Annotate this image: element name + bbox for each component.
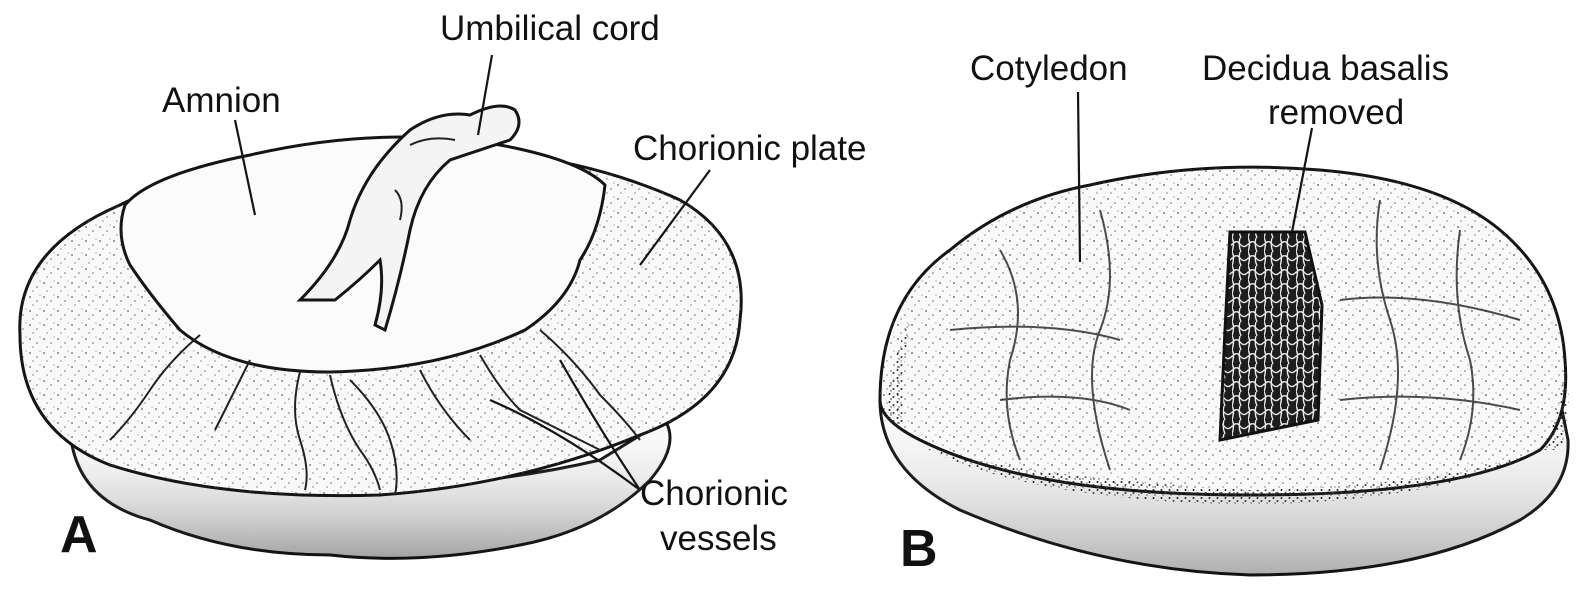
decidua-removed-patch xyxy=(1220,232,1322,440)
panel-b: Cotyledon Decidua basalis removed B xyxy=(880,49,1569,578)
label-chorionic-vessels-line1: Chorionic xyxy=(640,474,788,513)
panel-a: Umbilical cord Amnion Chorionic plate Ch… xyxy=(20,9,867,564)
label-chorionic-vessels-line2: vessels xyxy=(660,519,777,558)
panel-letter-b: B xyxy=(900,520,938,578)
label-chorionic-plate: Chorionic plate xyxy=(633,129,866,168)
panel-letter-a: A xyxy=(60,506,98,564)
label-cotyledon: Cotyledon xyxy=(970,49,1128,88)
label-decidua-basalis-line1: Decidua basalis xyxy=(1202,49,1449,88)
label-decidua-basalis-line2: removed xyxy=(1268,93,1404,132)
label-amnion: Amnion xyxy=(162,81,281,120)
label-umbilical-cord: Umbilical cord xyxy=(440,9,660,48)
